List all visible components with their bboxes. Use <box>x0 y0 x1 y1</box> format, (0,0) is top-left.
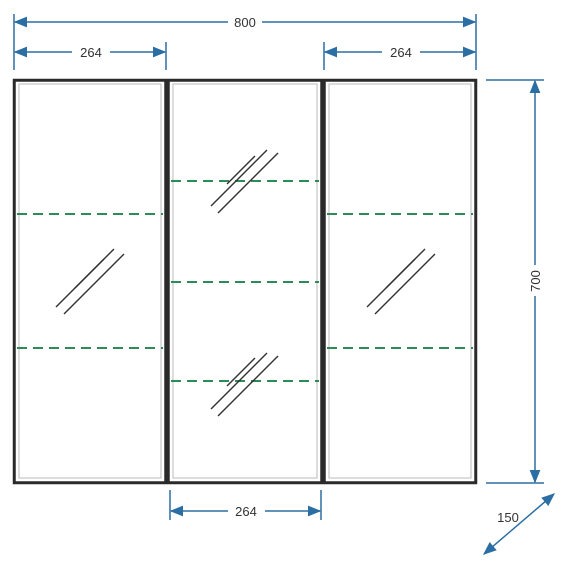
dimension-labels: 800 264 264 264 700 150 <box>80 15 543 525</box>
glass-icon-left <box>55 248 125 315</box>
left-door-width-label: 264 <box>80 45 102 60</box>
dimension-lines <box>13 14 556 555</box>
shelves <box>17 180 473 382</box>
depth-arrow <box>482 493 556 555</box>
outer-frame <box>12 78 478 485</box>
right-door-inner <box>328 83 472 479</box>
middle-door-width-label: 264 <box>235 504 257 519</box>
glass-icon-middle-bottom <box>210 352 279 417</box>
depth-label: 150 <box>497 510 519 525</box>
height-label: 700 <box>528 270 543 292</box>
right-door <box>324 80 476 483</box>
left-door-inner <box>18 83 162 479</box>
glass-marks <box>55 149 436 417</box>
right-door-width-label: 264 <box>390 45 412 60</box>
left-door <box>14 80 166 483</box>
glass-icon-right <box>366 248 436 315</box>
glass-icon-middle-top <box>210 149 279 214</box>
middle-door <box>168 80 322 483</box>
overall-width-label: 800 <box>234 15 256 30</box>
